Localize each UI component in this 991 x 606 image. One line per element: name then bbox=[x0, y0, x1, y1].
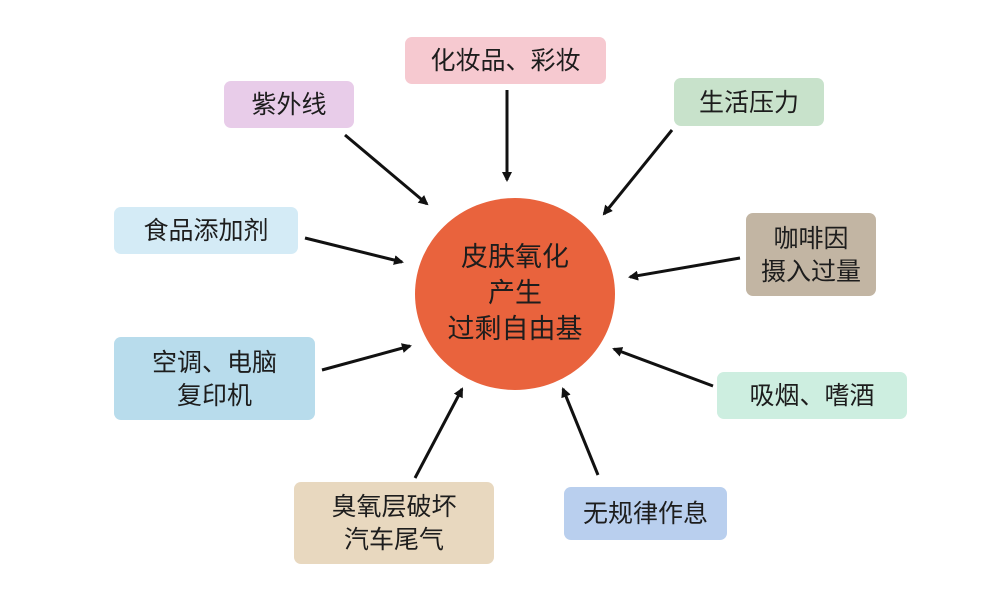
node-smoking-drinking: 吸烟、嗜酒 bbox=[717, 372, 907, 419]
node-label: 紫外线 bbox=[251, 90, 327, 119]
arrow-caffeine bbox=[628, 256, 741, 281]
node-uv: 紫外线 bbox=[224, 81, 354, 128]
node-cosmetics: 化妆品、彩妆 bbox=[405, 37, 606, 84]
node-life-stress: 生活压力 bbox=[674, 78, 824, 126]
center-node-free-radicals: 皮肤氧化 产生 过剩自由基 bbox=[415, 198, 615, 390]
node-label-line-2: 复印机 bbox=[176, 380, 252, 410]
node-label: 生活压力 bbox=[698, 87, 799, 117]
node-irregular-schedule: 无规律作息 bbox=[564, 487, 727, 540]
arrow-food-additives bbox=[304, 236, 404, 265]
arrow-uv bbox=[344, 133, 429, 206]
node-food-additives: 食品添加剂 bbox=[114, 207, 298, 254]
node-label: 无规律作息 bbox=[582, 499, 708, 528]
node-label: 食品添加剂 bbox=[143, 216, 269, 245]
node-label-line-1: 咖啡因 bbox=[773, 223, 849, 253]
center-line-1: 皮肤氧化 bbox=[461, 242, 569, 273]
node-label: 化妆品、彩妆 bbox=[430, 46, 581, 75]
arrow-life-stress bbox=[602, 129, 674, 216]
node-caffeine: 咖啡因 摄入过量 bbox=[746, 213, 876, 296]
node-electronics: 空调、电脑 复印机 bbox=[114, 337, 315, 420]
node-label-line-1: 空调、电脑 bbox=[151, 347, 277, 377]
node-label: 吸烟、嗜酒 bbox=[749, 381, 875, 410]
center-line-2: 产生 bbox=[488, 278, 542, 309]
node-label-line-2: 汽车尾气 bbox=[343, 525, 444, 554]
arrow-electronics bbox=[321, 343, 412, 372]
center-line-3: 过剩自由基 bbox=[447, 314, 583, 345]
node-ozone-exhaust: 臭氧层破坏 汽车尾气 bbox=[294, 482, 494, 564]
node-label-line-1: 臭氧层破坏 bbox=[331, 492, 457, 521]
arrow-ozone-exhaust bbox=[413, 387, 464, 479]
node-label-line-2: 摄入过量 bbox=[760, 256, 861, 286]
arrow-irregular-schedule bbox=[561, 387, 600, 476]
arrow-smoking-drinking bbox=[612, 347, 714, 388]
